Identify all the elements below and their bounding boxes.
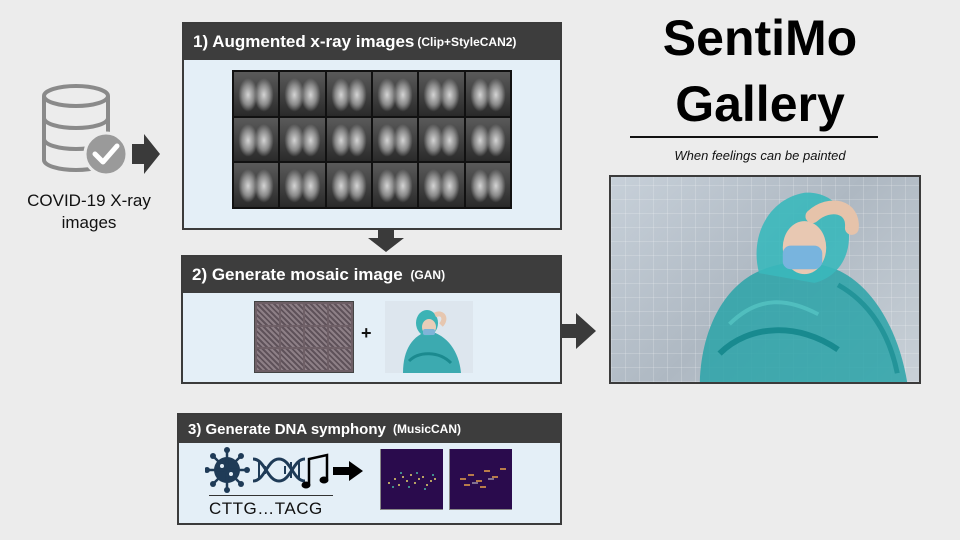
xray-image xyxy=(280,163,325,207)
sequence-divider xyxy=(209,495,333,496)
xray-image xyxy=(326,163,371,207)
dna-sequence: CTTG…TACG xyxy=(209,499,323,518)
xray-image xyxy=(234,117,279,162)
dna-to-music-graphic xyxy=(204,447,385,493)
xray-image xyxy=(372,163,418,207)
xray-image xyxy=(234,163,279,207)
xray-image xyxy=(465,117,510,162)
database-icon xyxy=(40,82,162,178)
dna-helix-icon xyxy=(252,457,306,483)
source-label: COVID-19 X-ray images xyxy=(27,191,151,232)
xray-image-grid xyxy=(232,70,512,209)
step2-header: 2) Generate mosaic image (GAN) xyxy=(183,257,560,293)
xray-image xyxy=(280,72,325,116)
xray-image xyxy=(419,72,464,116)
music-note-icon xyxy=(301,453,329,489)
plus-sign: + xyxy=(361,323,372,343)
brand-title-line2: Gallery xyxy=(675,76,845,132)
step-generate-dna-symphony: 3) Generate DNA symphony (MusicCAN) xyxy=(177,413,562,525)
checkmark-icon xyxy=(83,131,129,177)
xray-image xyxy=(465,163,510,207)
brand-tagline: When feelings can be painted xyxy=(674,148,846,163)
step1-header: 1) Augmented x-ray images (Clip+StyleCAN… xyxy=(184,24,560,60)
xray-image xyxy=(372,72,418,116)
step-augmented-xray: 1) Augmented x-ray images (Clip+StyleCAN… xyxy=(182,22,562,230)
xray-image xyxy=(419,117,464,162)
xray-image xyxy=(234,72,279,116)
brand-title-line1: SentiMo xyxy=(662,10,858,66)
xray-image xyxy=(465,72,510,116)
arrow-right-icon xyxy=(132,134,160,174)
xray-image xyxy=(326,117,371,162)
gallery-mosaic-painting xyxy=(609,175,921,384)
arrow-down-icon xyxy=(366,229,406,253)
virus-icon xyxy=(204,447,250,493)
healthcare-worker-photo xyxy=(385,301,473,373)
step3-title: 3) Generate DNA symphony xyxy=(188,420,390,438)
arrow-right-icon xyxy=(562,312,598,350)
xray-image xyxy=(280,117,325,162)
step-generate-mosaic: 2) Generate mosaic image (GAN) + xyxy=(181,255,562,384)
arrow-right-icon xyxy=(333,461,363,481)
step2-subtitle: (GAN) xyxy=(410,268,446,282)
step3-subtitle: (MusicCAN) xyxy=(393,422,461,436)
music-plot-2 xyxy=(449,449,512,510)
xray-image xyxy=(419,163,464,207)
step1-subtitle: (Clip+StyleCAN2) xyxy=(417,35,517,49)
xray-image xyxy=(326,72,371,116)
step3-header: 3) Generate DNA symphony (MusicCAN) xyxy=(179,415,560,443)
xray-image xyxy=(372,117,418,162)
step1-title: 1) Augmented x-ray images xyxy=(193,32,415,51)
mosaic-grid-image xyxy=(254,301,354,373)
music-plot-1 xyxy=(380,449,443,510)
title-divider xyxy=(630,136,878,138)
step2-title: 2) Generate mosaic image xyxy=(192,265,408,284)
